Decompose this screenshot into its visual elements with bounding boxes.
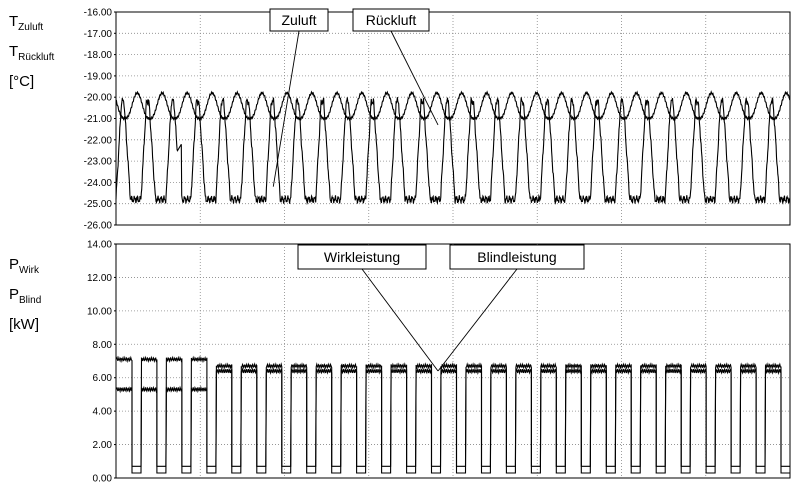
- annotation-leader-line: [390, 30, 439, 126]
- bottom-ylabel-blind: PBlind: [9, 286, 42, 306]
- y-tick-label: -22.00: [84, 135, 113, 146]
- y-tick-label: 14.00: [87, 240, 112, 251]
- y-tick-label: -20.00: [84, 93, 113, 104]
- annotation-box: [297, 244, 427, 270]
- y-tick-label: 6.00: [93, 373, 113, 384]
- annotation-box: [352, 8, 430, 32]
- y-tick-label: -25.00: [84, 199, 113, 210]
- y-tick-label: -19.00: [84, 71, 113, 82]
- annotation-leader-line: [437, 268, 518, 372]
- y-tick-label: -17.00: [84, 29, 113, 40]
- top-ylabel-rueckluft: TRückluft: [9, 43, 55, 63]
- y-tick-label: -23.00: [84, 157, 113, 168]
- bottom-ylabel-unit: [kW]: [9, 316, 39, 333]
- y-tick-label: -16.00: [84, 8, 113, 19]
- series-line-wirkleistung: [115, 355, 790, 467]
- y-tick-label: 4.00: [93, 407, 113, 418]
- y-tick-label: -18.00: [84, 50, 113, 61]
- annotation-label: Zuluft: [281, 12, 316, 28]
- y-tick-label: -24.00: [84, 178, 113, 189]
- series-line-rueckluft: [115, 90, 791, 122]
- y-tick-label: -26.00: [84, 221, 113, 232]
- series-line-blindleistung: [115, 367, 790, 474]
- bottom-ylabel-wirk: PWirk: [9, 256, 40, 276]
- y-tick-label: 2.00: [93, 440, 113, 451]
- y-tick-label: 10.00: [87, 306, 112, 317]
- top-ylabel-unit: [°C]: [9, 73, 35, 90]
- annotation-label: Rückluft: [366, 12, 417, 28]
- y-tick-label: -21.00: [84, 114, 113, 125]
- annotation-leader-line: [361, 268, 439, 372]
- top-ylabel-zuluft: TZuluft: [9, 13, 44, 33]
- annotation-box: [449, 244, 585, 270]
- y-tick-label: 0.00: [93, 474, 113, 485]
- y-tick-label: 8.00: [93, 340, 113, 351]
- series-line-zuluft: [115, 96, 791, 206]
- annotation-box: [269, 8, 329, 32]
- annotation-label: Wirkleistung: [324, 249, 400, 265]
- annotation-leader-line: [272, 30, 300, 187]
- y-tick-label: 12.00: [87, 273, 112, 284]
- annotation-label: Blindleistung: [477, 249, 556, 265]
